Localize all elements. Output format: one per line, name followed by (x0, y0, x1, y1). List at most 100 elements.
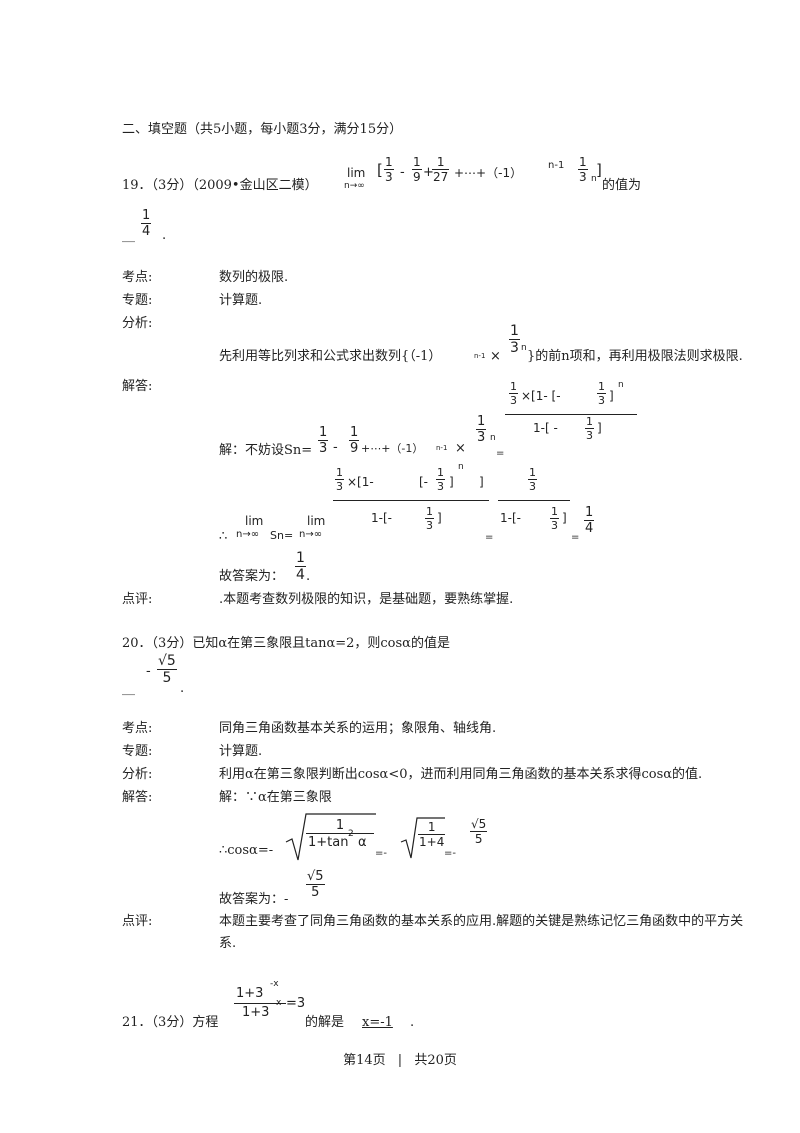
q19-dianping: .本题考查数列极限的知识，是基础题，要熟练掌握. (219, 592, 514, 607)
q20-prefix: 20．（3分）已知α在第三象限且tanα=2，则cosα的值是 (122, 636, 450, 651)
page-footer: 第14页 | 共20页 (0, 1049, 800, 1068)
q21-den-exp: x (276, 998, 282, 1008)
q19-period: . (162, 228, 167, 243)
q19-mid: +⋯+（-1） (454, 166, 523, 180)
q19-lim: lim (347, 166, 366, 180)
q20-dianping-2: 系. (219, 936, 237, 951)
q21-num-exp: -x (270, 979, 279, 989)
q19-lim-1-sub: n→∞ (236, 529, 260, 540)
q19-big-num-text: ×[1- [- (521, 389, 561, 403)
q19-plus: + (423, 165, 434, 180)
q20-answer-neg: - (146, 664, 151, 679)
q19-prefix: 19．（3分）（2009•金山区二模） (122, 178, 318, 193)
q20-jieda-label: 解答: (122, 790, 153, 805)
q19-lim-sn: Sn= (270, 529, 294, 542)
q19-big2-num-text: ×[1- (347, 475, 374, 489)
q19-kaodian: 数列的极限. (219, 270, 289, 285)
q19-fenxi-label: 分析: (122, 316, 153, 331)
q21-den: 1+3 (242, 1005, 270, 1020)
q20-dianping-label: 点评: (122, 914, 153, 929)
section-title: 二、填空题（共5小题，每小题3分，满分15分） (122, 122, 403, 137)
q19-suffix: 的值为 (602, 178, 642, 193)
q19-big-den-text: 1-[ - (533, 421, 558, 435)
q19-lim-2: lim (307, 514, 326, 528)
q19-lim-sub: n→∞ (344, 181, 365, 191)
q19-fenxi-times: × (490, 349, 501, 364)
q19-fenxi-a: 先利用等比列求和公式求出数列{（-1） (219, 349, 442, 364)
q20-eq-minus2: =- (444, 848, 456, 859)
q19-big2-den-end: ] (437, 511, 442, 525)
q19-jieda-label: 解答: (122, 379, 153, 394)
q19-lim-1: lim (245, 514, 264, 528)
page-separator: | (397, 1053, 403, 1068)
q21-frac: 1+3 -x 1+3 x (234, 979, 286, 1022)
q19-minus: - (400, 165, 405, 180)
q19-bracket-close: ] (596, 161, 602, 179)
q21-prefix: 21．（3分）方程 (122, 1015, 219, 1030)
q20-blank: __ (122, 681, 135, 696)
q20-sqrt1-frac: 1 1+tan 2 α (306, 818, 374, 851)
q20-cos-prefix: ∴cosα=- (219, 843, 274, 858)
q21-answer: x=-1 (362, 1015, 393, 1030)
q19-fenxi-frac-exp: n (521, 343, 527, 353)
q20-zhuanti: 计算题. (219, 744, 263, 759)
q19-blank: __ (122, 228, 135, 243)
q19-bracket-open: [ (377, 161, 383, 179)
q19-therefore: ∴ (219, 529, 228, 544)
q20-kaodian-label: 考点: (122, 721, 153, 736)
q19-sol-prefix: 解：不妨设Sn= (219, 443, 313, 458)
q19-gudaan: 故答案为： (219, 569, 285, 584)
q19-sol-times: × (455, 441, 466, 456)
q19-third-eq: = (571, 532, 580, 543)
page-number: 第14页 (343, 1053, 386, 1068)
q20-eq-minus: =- (375, 848, 387, 859)
sqrt-icon (285, 813, 376, 861)
q19-big2-num-text-2: [- (419, 475, 429, 489)
q19-big-num-end: ] (609, 389, 614, 403)
q19-kaodian-label: 考点: (122, 270, 153, 285)
q19-big2-den-text: 1-[- (371, 511, 392, 525)
q20-sqrt1-exp: 2 (348, 829, 354, 839)
page-total: 共20页 (414, 1053, 457, 1068)
q20-sqrt1-alpha: α (358, 835, 367, 850)
q19-sol-exp: n-1 (436, 444, 448, 452)
q19-sol-mid: +⋯+（-1） (361, 442, 424, 455)
q19-big3-den-end: ] (562, 511, 567, 525)
q20-gudaan: 故答案为：- (219, 892, 289, 907)
q19-fenxi-exp: n-1 (474, 352, 486, 360)
q19-fenxi-b: }的前n项和，再利用极限法则求极限. (527, 349, 743, 364)
q19-second-eq: = (485, 532, 494, 543)
q19-big-exp: n (618, 380, 624, 390)
q21-num: 1+3 (236, 986, 264, 1001)
q19-sol-frac-3-exp: n (490, 433, 496, 443)
q20-jieda: 解：∵α在第三象限 (219, 790, 332, 805)
q20-fenxi: 利用α在第三象限判断出cosα<0，进而利用同角三角函数的基本关系求得cosα的… (219, 767, 703, 782)
q19-big2-num-end-2: ] (479, 475, 484, 489)
q19-big3-den-text: 1-[- (500, 511, 521, 525)
q19-big2-exp: n (458, 462, 464, 472)
sqrt-icon-2 (400, 817, 445, 859)
